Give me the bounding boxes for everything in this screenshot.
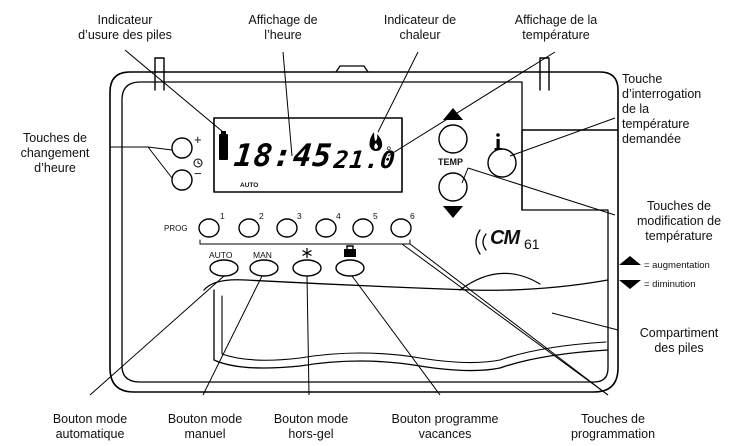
- leader-compartment: [551, 312, 619, 331]
- battery-cover-wave: [213, 289, 609, 372]
- prog-number-2: 2: [259, 211, 264, 221]
- top-latch: [335, 65, 369, 73]
- leader-time-keys: [110, 146, 173, 179]
- info-stem: [496, 139, 500, 149]
- leader-prog-2: [409, 243, 609, 396]
- label-frost-mode: Bouton mode hors-gel: [273, 412, 349, 441]
- leader-frost: [306, 275, 310, 396]
- label-battery-indicator: Indicateur d’usure des piles: [78, 13, 172, 42]
- prog-button-2: [238, 218, 260, 238]
- label-battery-compartment: Compartiment des piles: [639, 326, 719, 355]
- brand-arc-1: [482, 233, 487, 251]
- snowflake-icon: [302, 248, 312, 258]
- lcd-auto-flag: AUTO: [240, 182, 259, 189]
- clock-hands: [197, 160, 201, 165]
- legend-up-arrow-icon: [619, 256, 641, 265]
- label-heat-indicator: Indicateur de chaleur: [383, 13, 457, 42]
- prog-button-3: [276, 218, 298, 238]
- label-auto-mode: Bouton mode automatique: [52, 412, 128, 441]
- info-recess: [521, 129, 619, 211]
- prog-button-6: [390, 218, 412, 238]
- label-temp-display: Affichage de la température: [514, 13, 598, 42]
- auto-mode-label: AUTO: [209, 250, 233, 260]
- brand-model: 61: [524, 236, 540, 252]
- label-time-change-keys: Touches de changement d’heure: [20, 131, 90, 175]
- label-program-keys: Touches de programmation: [570, 412, 656, 441]
- prog-number-1: 1: [220, 211, 225, 221]
- device-outer-body: [109, 71, 619, 393]
- label-time-display: Affichage de l’heure: [248, 13, 318, 42]
- plus-symbol: +: [194, 132, 202, 147]
- lcd-time: 18:45: [232, 138, 335, 174]
- manual-mode-label: MAN: [253, 250, 272, 260]
- prog-number-4: 4: [336, 211, 341, 221]
- leader-battery: [124, 49, 224, 133]
- suitcase-icon: [344, 249, 356, 257]
- brand-arc-2: [475, 229, 481, 255]
- label-manual-mode: Bouton mode manuel: [167, 412, 243, 441]
- prog-number-5: 5: [373, 211, 378, 221]
- time-minus-button: [171, 169, 193, 191]
- time-plus-button: [171, 137, 193, 159]
- leader-holiday: [351, 275, 441, 396]
- leader-prog: [401, 243, 609, 396]
- battery-icon-cap: [221, 131, 226, 134]
- label-temp-query-key: Touche d’interrogation de la température…: [622, 72, 702, 146]
- holiday-button: [335, 259, 365, 277]
- temp-up-button: [438, 124, 468, 154]
- leader-query: [509, 117, 616, 157]
- prog-button-4: [315, 218, 337, 238]
- auto-button: [209, 259, 239, 277]
- label-holiday-program: Bouton programme vacances: [391, 412, 499, 441]
- device-inner-panel: [121, 81, 609, 383]
- up-arrow-icon: [443, 108, 463, 120]
- right-clip: [539, 57, 550, 91]
- prog-bracket: [199, 239, 411, 245]
- manual-button: [249, 259, 279, 277]
- info-dot: [496, 133, 500, 137]
- leader-temp: [387, 51, 556, 157]
- leader-auto: [89, 275, 225, 396]
- label-temp-modify-keys: Touches de modification de température: [636, 199, 722, 243]
- down-arrow-icon: [443, 206, 463, 218]
- frost-button: [292, 259, 322, 277]
- prog-button-1: [198, 218, 220, 238]
- leader-heat: [377, 51, 419, 133]
- leader-temp-modify: [467, 167, 616, 216]
- prog-button-5: [352, 218, 374, 238]
- info-button: [487, 148, 517, 178]
- battery-cover-line: [203, 279, 609, 291]
- temp-key-label: TEMP: [438, 157, 464, 167]
- label-increase: = augmentation: [644, 260, 710, 271]
- lcd-degree: °: [386, 143, 392, 159]
- brand-logo: CM: [490, 227, 520, 249]
- prog-number-3: 3: [297, 211, 302, 221]
- lcd-window: [213, 117, 403, 193]
- prog-label: PROG: [164, 224, 188, 233]
- label-decrease: = diminution: [644, 279, 696, 290]
- leader-temp-modify-2: [461, 167, 469, 184]
- suitcase-handle: [346, 245, 354, 249]
- temp-down-button: [438, 172, 468, 202]
- flame-icon: [369, 132, 383, 151]
- minus-symbol: −: [194, 166, 202, 181]
- leader-manual: [202, 275, 263, 396]
- battery-thumb-notch: [459, 272, 541, 291]
- prog-number-6: 6: [410, 211, 415, 221]
- battery-cover-inner: [221, 295, 607, 364]
- info-foot: [494, 148, 502, 150]
- flame-icon-inner: [374, 143, 378, 149]
- leader-time: [282, 51, 293, 157]
- battery-icon: [219, 134, 228, 160]
- legend-down-arrow-icon: [619, 280, 641, 289]
- left-clip: [154, 57, 165, 91]
- clock-icon: [193, 158, 203, 168]
